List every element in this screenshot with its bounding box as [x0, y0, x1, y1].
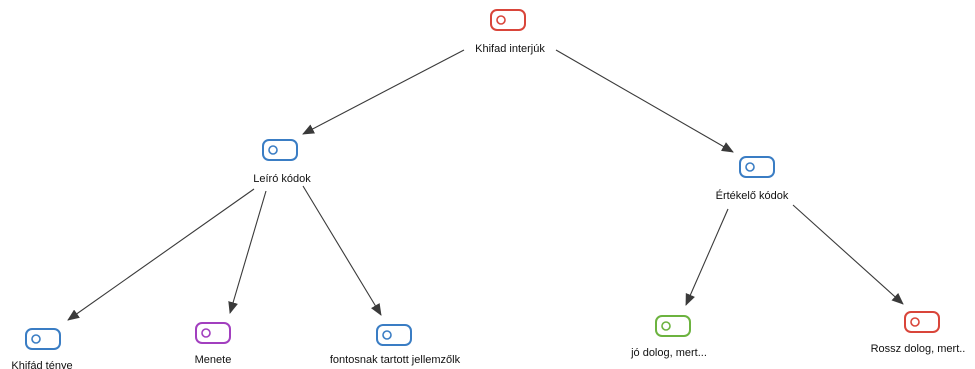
code-tag-icon — [490, 9, 526, 31]
code-tag-icon — [739, 156, 775, 178]
edges-layer — [67, 49, 904, 321]
node-features[interactable]: fontosnak tartott jellemzőlk — [330, 324, 461, 366]
node-label-fact: Khifád ténye — [11, 360, 72, 369]
edge-root-to-eval — [555, 49, 734, 153]
node-root[interactable]: Khifad interjúk — [475, 9, 545, 55]
node-desc[interactable]: Leíró kódok — [253, 139, 311, 185]
edge-desc-to-features — [302, 185, 382, 316]
node-label-eval: Értékelő kódok — [716, 189, 789, 202]
code-tag-icon — [25, 328, 61, 350]
node-process[interactable]: Menete — [195, 322, 232, 366]
code-tag-icon — [195, 322, 231, 344]
node-label-process: Menete — [195, 354, 232, 366]
node-label-features: fontosnak tartott jellemzőlk — [330, 354, 461, 366]
edge-root-to-desc — [302, 49, 465, 135]
node-good[interactable]: jó dolog, mert... — [630, 315, 707, 359]
code-tag-icon — [376, 324, 412, 346]
code-tag-icon — [262, 139, 298, 161]
node-label-desc: Leíró kódok — [253, 173, 311, 185]
node-label-bad: Rossz dolog, mert.. — [871, 343, 966, 355]
node-eval[interactable]: Értékelő kódok — [716, 156, 789, 202]
node-label-root: Khifad interjúk — [475, 43, 545, 55]
node-bad[interactable]: Rossz dolog, mert.. — [871, 311, 966, 355]
node-fact[interactable]: Khifád ténye — [11, 328, 73, 369]
edge-eval-to-bad — [792, 204, 904, 305]
edge-desc-to-process — [228, 190, 267, 314]
edge-eval-to-good — [685, 208, 729, 306]
code-tag-icon — [904, 311, 940, 333]
edge-desc-to-fact — [67, 188, 255, 321]
code-tag-icon — [655, 315, 691, 337]
node-label-good: jó dolog, mert... — [630, 347, 707, 359]
